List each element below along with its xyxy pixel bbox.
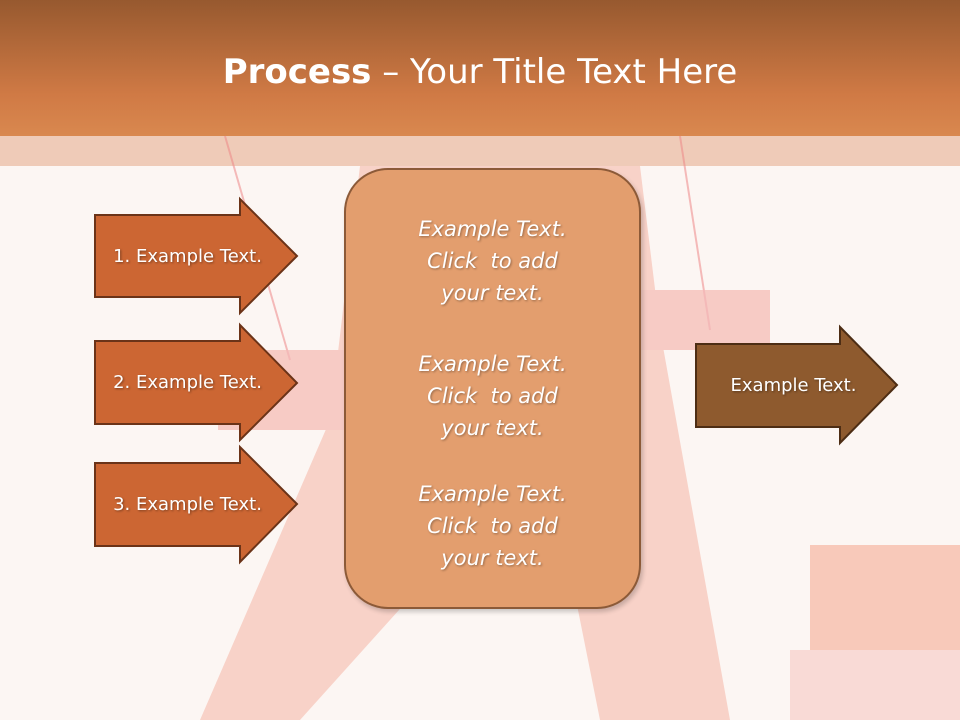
center-text-2[interactable]: Example Text. Click to add your text. [344,348,641,444]
line: Example Text. [418,482,567,506]
title-rest: – Your Title Text Here [371,52,738,92]
output-label[interactable]: Example Text. [730,375,857,396]
step-arrow-2 [94,322,299,443]
center-text-3[interactable]: Example Text. Click to add your text. [344,478,641,574]
line: Click to add [427,384,558,408]
line: your text. [441,546,544,570]
line: Example Text. [418,217,567,241]
line: Click to add [427,514,558,538]
line: Click to add [427,249,558,273]
output-arrow [695,324,899,446]
center-text-1[interactable]: Example Text. Click to add your text. [344,213,641,309]
slide-title[interactable]: Process – Your Title Text Here [0,52,960,92]
center-process-box[interactable] [344,168,641,609]
title-bold: Process [222,52,372,92]
step-label-3[interactable]: 3. Example Text. [113,494,262,515]
step-label-2[interactable]: 2. Example Text. [113,372,262,393]
title-band [0,136,960,166]
line: your text. [441,416,544,440]
line: your text. [441,281,544,305]
step-arrow-3 [94,444,299,565]
line: Example Text. [418,352,567,376]
title-bar [0,0,960,136]
step-label-1[interactable]: 1. Example Text. [113,245,262,267]
